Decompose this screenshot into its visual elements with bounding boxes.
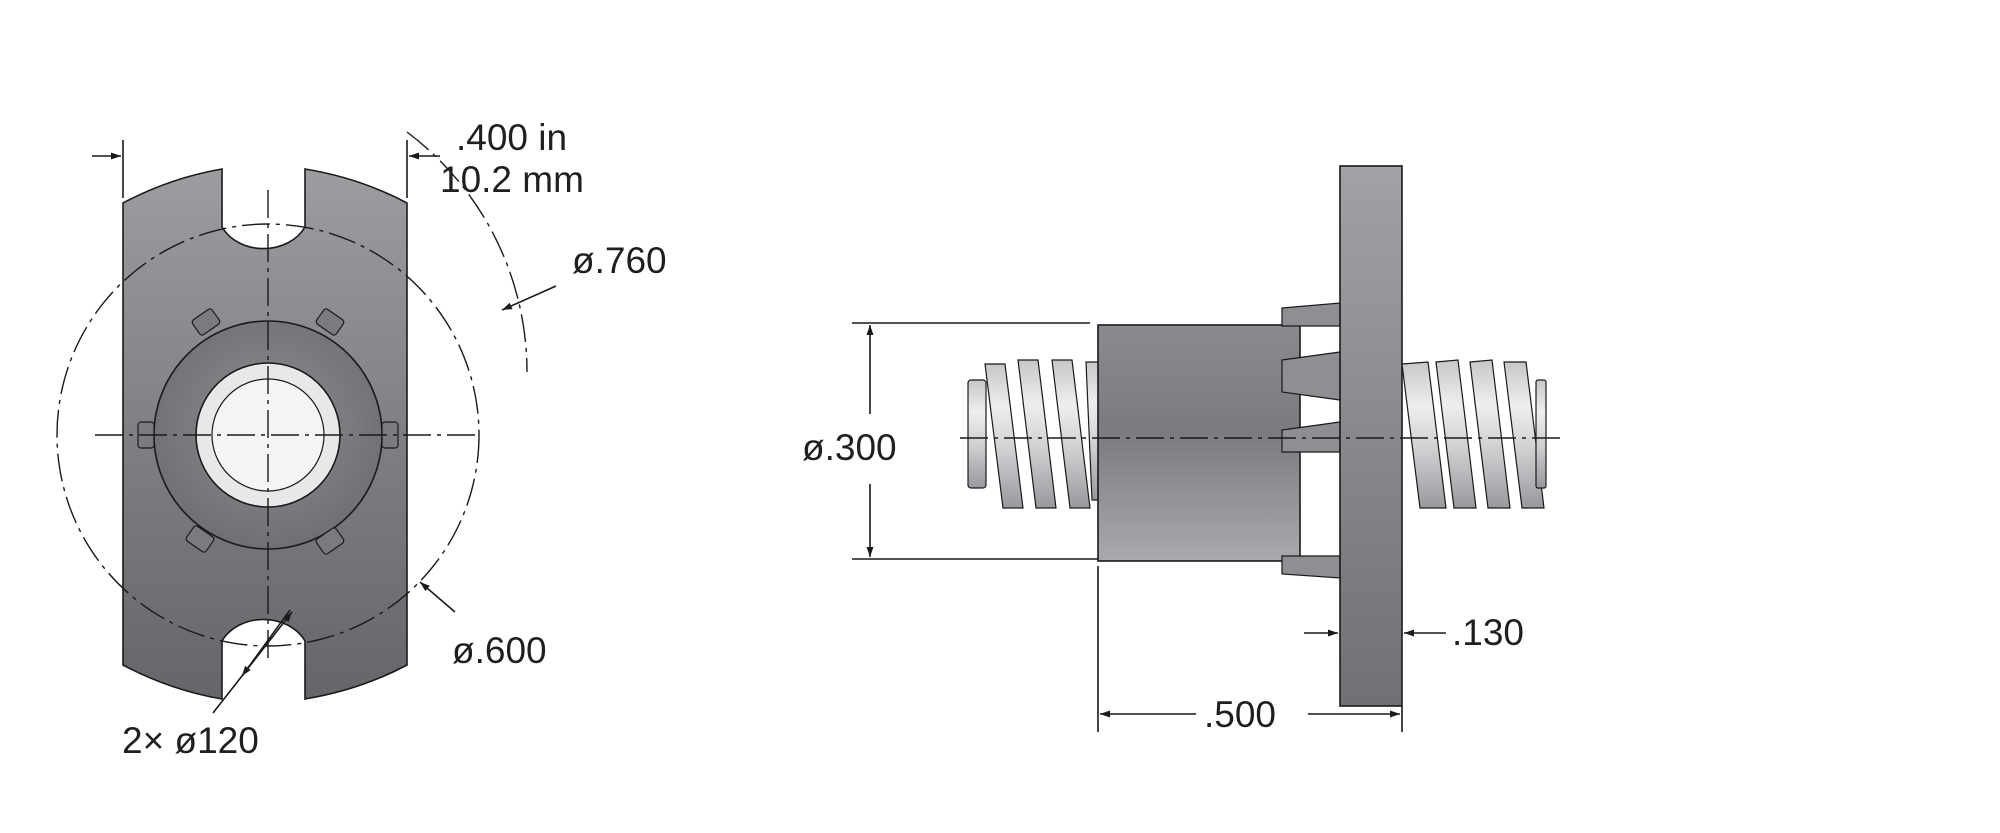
overall-length-label: .500 (1204, 694, 1276, 735)
front-view (56, 131, 557, 714)
side-flange (1339, 165, 1403, 707)
side-view (852, 165, 1562, 732)
hub-tabs (137, 308, 399, 555)
body-dia-label: ø.300 (802, 427, 897, 468)
left-thread (967, 359, 1101, 509)
flange-thickness-label: .130 (1452, 612, 1524, 653)
nut-body (1097, 324, 1301, 562)
slot-width-mm-label: 10.2 mm (440, 159, 584, 200)
right-thread (1401, 359, 1547, 509)
bolt-circle-dia-label: ø.760 (572, 240, 667, 281)
flange-dia-label: ø.600 (452, 630, 547, 671)
slot-width-in-label: .400 in (456, 117, 567, 158)
holes-label: 2× ø120 (122, 720, 259, 761)
